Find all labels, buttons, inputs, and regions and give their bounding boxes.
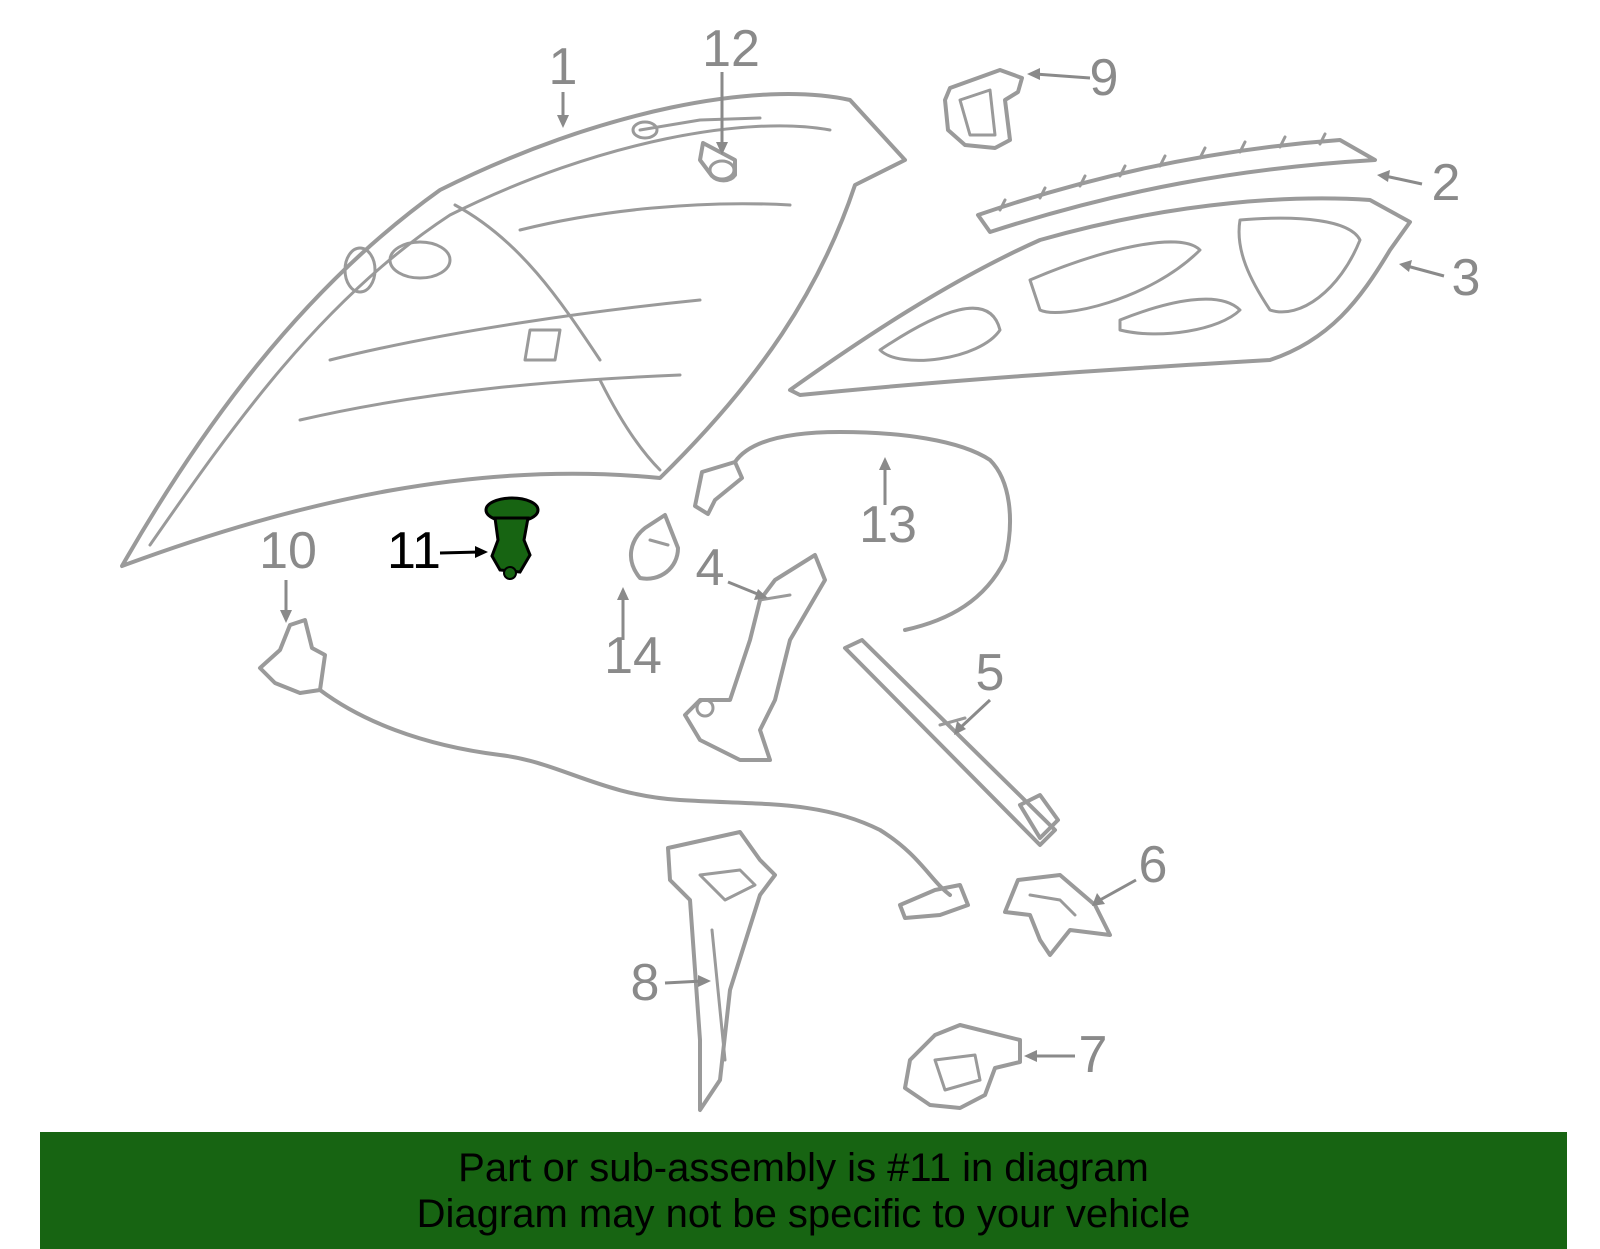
bracket-part-9[interactable] <box>943 68 1024 150</box>
seal-part-13[interactable] <box>693 430 1012 632</box>
banner-line-disclaimer: Diagram may not be specific to your vehi… <box>416 1191 1191 1236</box>
callout-12: 12 <box>702 20 760 78</box>
callout-14: 14 <box>604 627 662 685</box>
leader-arrows <box>280 68 1445 1062</box>
bracket-part-6[interactable] <box>1003 873 1112 957</box>
bolt-part-12[interactable] <box>698 141 737 183</box>
callout-6: 6 <box>1139 836 1168 894</box>
strut-part-5[interactable] <box>843 638 1060 847</box>
callout-2: 2 <box>1432 154 1461 212</box>
callout-labels: 1 2 3 4 5 6 7 8 9 10 11 12 13 14 <box>259 20 1480 1084</box>
clip-part-11[interactable] <box>484 496 540 580</box>
callout-4: 4 <box>696 539 725 597</box>
callout-3: 3 <box>1452 249 1481 307</box>
cable-part-10[interactable] <box>258 618 970 920</box>
callout-10: 10 <box>259 522 317 580</box>
callout-8: 8 <box>631 954 660 1012</box>
hood-part-1[interactable] <box>120 92 907 568</box>
callout-1: 1 <box>549 38 578 96</box>
hinge-part-4[interactable] <box>683 553 827 762</box>
bumper-part-14[interactable] <box>629 513 680 581</box>
weatherstrip-part-2[interactable] <box>976 132 1377 234</box>
support-part-8[interactable] <box>666 830 777 1112</box>
callout-13: 13 <box>859 496 917 554</box>
callout-7: 7 <box>1079 1026 1108 1084</box>
info-banner: Part or sub-assembly is #11 in diagram D… <box>40 1132 1567 1249</box>
callout-11: 11 <box>387 522 441 580</box>
callout-9: 9 <box>1090 49 1119 107</box>
banner-line-part: Part or sub-assembly is #11 in diagram <box>458 1145 1149 1190</box>
latch-part-7[interactable] <box>903 1023 1022 1110</box>
insulator-part-3[interactable] <box>788 196 1412 397</box>
callout-5: 5 <box>976 644 1005 702</box>
